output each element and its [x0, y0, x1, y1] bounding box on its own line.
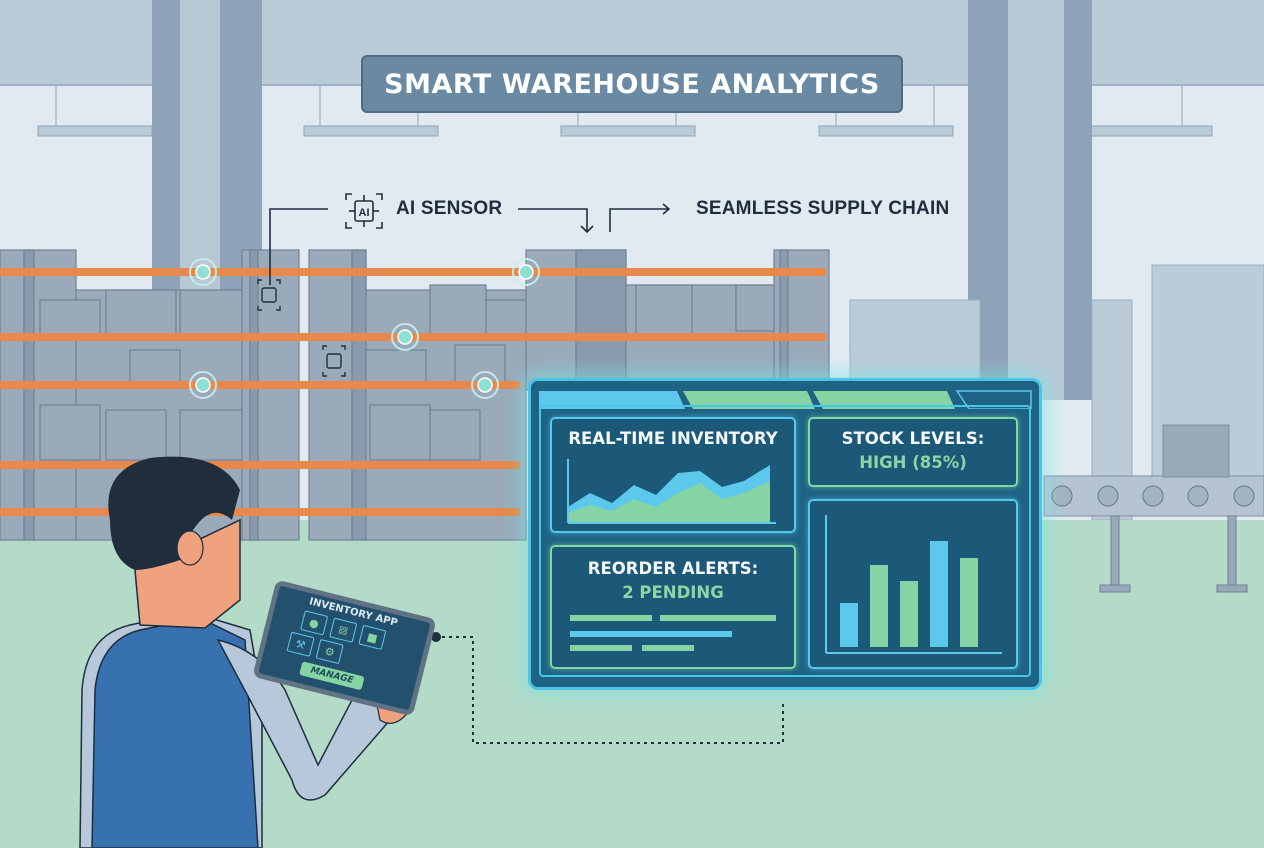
ai-sensor-label: AI SENSOR — [396, 198, 503, 219]
manage-button[interactable]: MANAGE — [299, 661, 365, 691]
reorder-alerts-value: 2 PENDING — [622, 583, 724, 602]
box-icon[interactable]: ■ — [358, 624, 387, 651]
gears-icon[interactable]: ⚙ — [315, 638, 344, 665]
reorder-alerts-card[interactable]: REORDER ALERTS: 2 PENDING — [550, 545, 796, 669]
reorder-alerts-title: REORDER ALERTS: — [587, 559, 759, 578]
stock-levels-value: HIGH (85%) — [859, 453, 967, 472]
inventory-title: REAL-TIME INVENTORY — [568, 429, 778, 448]
bar-chart-card[interactable] — [808, 499, 1018, 669]
dashboard-frame — [539, 405, 1031, 677]
inventory-card[interactable]: REAL-TIME INVENTORY — [550, 417, 796, 533]
alert-line — [570, 631, 732, 637]
svg-text:AI: AI — [359, 207, 370, 219]
ai-chip-icon: AI — [344, 192, 384, 230]
page-title-banner: SMART WAREHOUSE ANALYTICS — [361, 55, 903, 113]
tab-3 — [813, 391, 955, 409]
stock-levels-title: STOCK LEVELS: — [841, 429, 985, 448]
wrench-icon[interactable]: ⚒ — [286, 631, 315, 657]
alert-line — [570, 645, 632, 651]
alert-line — [642, 645, 694, 651]
inventory-area-chart — [567, 459, 776, 524]
user-icon[interactable]: ● — [300, 610, 329, 636]
tab-2 — [683, 391, 815, 409]
alert-line — [660, 615, 776, 621]
stock-levels-card[interactable]: STOCK LEVELS: HIGH (85%) — [808, 417, 1018, 487]
calendar-icon[interactable]: ▤ — [329, 617, 358, 643]
analytics-dashboard[interactable]: REAL-TIME INVENTORY STOCK LEVELS: HIGH (… — [528, 378, 1042, 690]
bar-chart — [825, 515, 1002, 654]
dashboard-tabs[interactable] — [537, 387, 1037, 409]
supply-chain-label: SEAMLESS SUPPLY CHAIN — [696, 198, 950, 219]
tab-4 — [955, 390, 1032, 409]
tab-1 — [539, 391, 685, 409]
alert-line — [570, 615, 652, 621]
